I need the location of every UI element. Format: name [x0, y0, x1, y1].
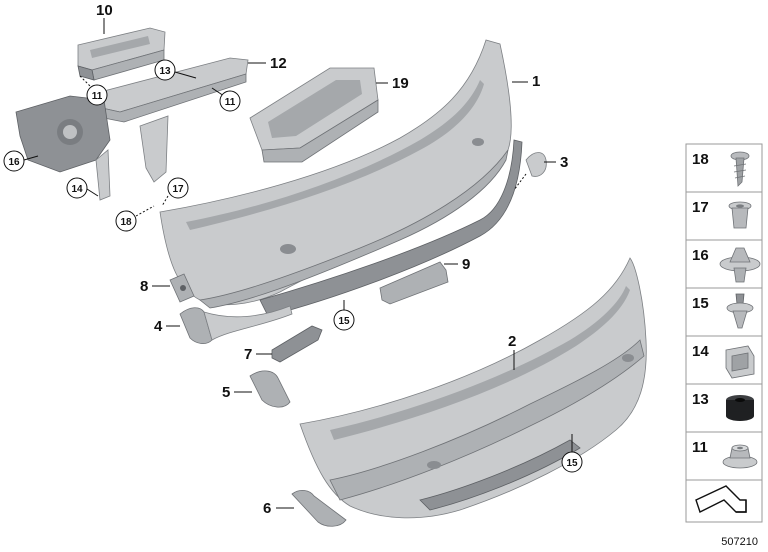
part-10-bracket	[77, 27, 166, 81]
callout-6: 6	[263, 500, 271, 517]
circled-callout-16: 16	[3, 150, 39, 172]
hex-nut-icon	[722, 444, 758, 469]
part-4-trim	[179, 305, 293, 344]
legend-item-15: 15	[685, 287, 763, 337]
callout-10: 10	[96, 2, 113, 19]
svg-text:16: 16	[692, 247, 709, 264]
callout-9: 9	[462, 256, 470, 273]
circled-callout-17: 17	[161, 177, 189, 207]
part-1-bumper-cover	[159, 39, 512, 309]
legend-item-13: 13	[685, 383, 763, 433]
legend-item-14: 14	[685, 335, 763, 385]
part-6-trim	[291, 490, 347, 527]
rubber-buffer-icon	[726, 395, 754, 421]
svg-text:17: 17	[172, 184, 184, 195]
callout-4: 4	[154, 318, 163, 335]
circled-callout-11-b: 11	[211, 87, 241, 112]
svg-text:11: 11	[225, 97, 236, 108]
svg-text:16: 16	[8, 157, 20, 168]
svg-text:14: 14	[692, 343, 709, 360]
legend-item-18: 18	[685, 143, 763, 193]
circled-callout-15-b: 15	[561, 434, 583, 473]
part-12-carrier	[15, 57, 249, 201]
part-5-trim	[249, 370, 291, 408]
svg-text:13: 13	[692, 391, 709, 408]
callout-labels: 1 2 3 4 5 6 7 8 9 10 12 19	[96, 2, 568, 517]
svg-text:15: 15	[338, 316, 350, 327]
legend-item-16: 16	[685, 239, 763, 289]
bracket-arrow-icon	[695, 485, 747, 513]
push-rivet-icon	[726, 293, 754, 329]
screw-icon	[730, 151, 750, 187]
legend-item-11: 11	[685, 431, 763, 481]
svg-text:17: 17	[692, 199, 709, 216]
svg-text:11: 11	[692, 439, 708, 456]
circled-callout-14: 14	[66, 177, 99, 199]
callout-12: 12	[270, 55, 287, 72]
part-2-bumper-cover	[299, 257, 647, 519]
legend-item-17: 17	[685, 191, 763, 241]
callout-1: 1	[532, 73, 540, 90]
circled-callout-18: 18	[115, 205, 155, 232]
callout-8: 8	[140, 278, 148, 295]
callout-5: 5	[222, 384, 230, 401]
svg-text:15: 15	[692, 295, 709, 312]
callout-3: 3	[560, 154, 568, 171]
callout-19: 19	[392, 75, 409, 92]
fastener-legend: 18 17 16	[685, 143, 763, 523]
callout-2: 2	[508, 333, 516, 350]
part-3-cap	[513, 152, 547, 191]
part-19-bracket	[249, 67, 379, 163]
svg-text:18: 18	[120, 217, 132, 228]
legend-item-bracket-arrow	[685, 479, 763, 523]
circled-callouts: 11 11 13 14 15 15 16	[3, 59, 583, 473]
document-number: 507210	[721, 536, 758, 548]
callout-7: 7	[244, 346, 252, 363]
part-diffuser-insert	[259, 139, 523, 317]
clip-nut-icon	[719, 247, 761, 283]
svg-text:18: 18	[692, 151, 709, 168]
expanding-rivet-icon	[728, 201, 752, 229]
circled-callout-15-a: 15	[333, 300, 355, 331]
spring-nut-icon	[725, 345, 755, 379]
svg-text:14: 14	[71, 184, 83, 195]
circled-callout-11-a: 11	[79, 75, 108, 106]
svg-text:13: 13	[159, 66, 171, 77]
svg-text:11: 11	[92, 91, 103, 102]
circled-callout-13: 13	[154, 59, 197, 81]
svg-text:15: 15	[566, 458, 578, 469]
part-8-bracket	[169, 273, 195, 303]
part-7-reflector	[271, 325, 323, 363]
